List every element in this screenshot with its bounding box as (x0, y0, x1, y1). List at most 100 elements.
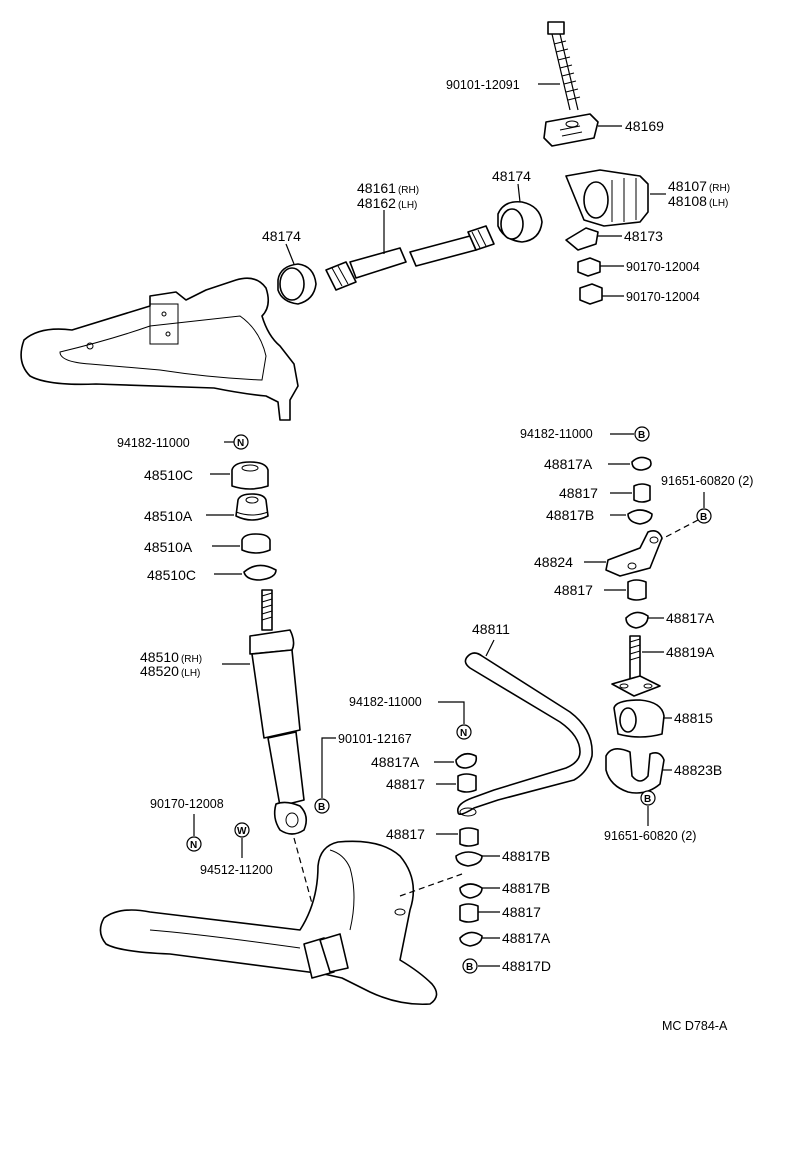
label-stab-bracket: 48823B (674, 762, 722, 778)
cushion-48510a-lower[interactable] (241, 533, 271, 554)
badge-n-mid: N (456, 724, 472, 740)
label-bushing-left: 48174 (262, 228, 301, 244)
collar-48817-low-1[interactable] (459, 827, 479, 847)
badge-b-top-right: B (634, 426, 650, 442)
label-stab-bar: 48811 (472, 621, 510, 637)
arm-bush-lh-number: 48108 (668, 193, 707, 209)
shock-rh-tag: (RH) (181, 654, 202, 665)
label-bolt-top: 90101-12091 (446, 78, 520, 92)
footer-code: MC D784-A (662, 1019, 728, 1033)
label-nut-2: 90170-12004 (626, 290, 700, 304)
label-m-817a: 48817A (371, 754, 420, 770)
svg-text:B: B (466, 962, 473, 973)
cushion-48817b-low-1[interactable] (455, 851, 483, 867)
arm-bush-48107-48108[interactable] (565, 169, 649, 227)
arm-bush-rh-tag: (RH) (709, 183, 730, 194)
badge-b-48817d: B (462, 958, 478, 974)
label-r-817b-1: 48817B (546, 507, 594, 523)
stabilizer-bracket-48823b[interactable] (605, 748, 665, 794)
label-r-817-1: 48817 (559, 485, 598, 501)
shaft-48161-48162[interactable] (325, 225, 495, 291)
label-nut-1: 90170-12004 (626, 260, 700, 274)
arm-bush-lh-tag: (LH) (709, 198, 728, 209)
label-bushing-right: 48174 (492, 168, 531, 184)
label-r-817a-1: 48817A (544, 456, 593, 472)
collar-48817-mid[interactable] (457, 773, 477, 793)
collar-48817-right-1[interactable] (633, 483, 651, 503)
badge-n-top: N (233, 434, 249, 450)
svg-text:B: B (644, 794, 651, 805)
shaft-lh-tag: (LH) (398, 200, 417, 211)
arm-bush-rh-number: 48107 (668, 178, 707, 194)
badge-w-shock: W (234, 822, 250, 838)
label-r-817a-2: 48817A (666, 610, 715, 626)
shock-rh-number: 48510 (140, 649, 179, 665)
cushion-48510c-top[interactable] (231, 461, 269, 490)
label-arm-bush-rh: 48107(RH) (668, 178, 730, 194)
label-m-817-c: 48817 (502, 904, 541, 920)
label-bracket: 48824 (534, 554, 573, 570)
cushion-48510a-top[interactable] (235, 493, 269, 521)
cushion-48817a-mid[interactable] (455, 752, 478, 769)
label-m-817b-2: 48817B (502, 880, 550, 896)
bracket-48824[interactable] (605, 530, 663, 577)
label-nut-shock: 90170-12008 (150, 797, 224, 811)
stabilizer-bushing-48815[interactable] (613, 699, 665, 738)
nut-90170-12004-b[interactable] (579, 283, 603, 305)
badge-b-mid-right: B (696, 508, 712, 524)
label-m-817b-1: 48817B (502, 848, 550, 864)
label-r-817-2: 48817 (554, 582, 593, 598)
shock-lh-tag: (LH) (181, 668, 200, 679)
shock-absorber[interactable] (249, 589, 308, 835)
svg-text:W: W (237, 826, 247, 837)
lower-control-arm (99, 840, 438, 1006)
cushion-48817a-low[interactable] (459, 931, 483, 947)
upper-control-arm (20, 277, 299, 421)
label-c-top: 48510C (144, 467, 193, 483)
bushing-48174-left[interactable] (277, 263, 317, 305)
label-a-top: 48510A (144, 508, 193, 524)
label-c-lower: 48510C (147, 567, 196, 583)
shock-lh-number: 48520 (140, 663, 179, 679)
badge-b-lower-right: B (640, 790, 656, 806)
label-link: 48819A (666, 644, 715, 660)
cam-48169[interactable] (543, 113, 599, 147)
label-shock-rh: 48510(RH) (140, 649, 202, 665)
stabilizer-bar-48811[interactable] (456, 652, 593, 817)
cushion-48817b-low-2[interactable] (459, 883, 483, 899)
label-shaft-lh: 48162(LH) (357, 195, 417, 211)
link-48819a[interactable] (611, 635, 661, 697)
nut-90170-12004-a[interactable] (577, 257, 601, 277)
cushion-48817a-right[interactable] (631, 456, 652, 471)
badge-b-shock: B (314, 798, 330, 814)
label-shock-lh: 48520(LH) (140, 663, 200, 679)
cushion-48510c-lower[interactable] (243, 564, 277, 581)
badge-n-shock: N (186, 836, 202, 852)
label-m-817a-b: 48817A (502, 930, 551, 946)
label-bolt-shock: 90101-12167 (338, 732, 412, 746)
cushion-48817b-right[interactable] (627, 509, 653, 525)
shaft-rh-number: 48161 (357, 180, 396, 196)
cushion-48817a-right-2[interactable] (625, 611, 649, 629)
bushing-48174-right[interactable] (497, 200, 543, 243)
svg-text:B: B (318, 802, 325, 813)
collar-48817-right-2[interactable] (627, 579, 647, 601)
svg-text:N: N (190, 840, 197, 851)
svg-text:B: B (638, 430, 645, 441)
label-bolt-b-lower: 91651-60820 (2) (604, 829, 696, 843)
label-bolt-b-right: 91651-60820 (2) (661, 474, 753, 488)
label-stab-bush: 48815 (674, 710, 713, 726)
shaft-rh-tag: (RH) (398, 185, 419, 196)
label-wedge: 48173 (624, 228, 663, 244)
label-nut-b-right: 94182-11000 (520, 427, 593, 441)
bolt-90101-12091[interactable] (547, 21, 581, 111)
label-m-817d: 48817D (502, 958, 551, 974)
label-cam-top: 48169 (625, 118, 664, 134)
wedge-48173[interactable] (565, 227, 599, 251)
label-shaft-rh: 48161(RH) (357, 180, 419, 196)
collar-48817-low-2[interactable] (459, 903, 479, 923)
svg-text:B: B (700, 512, 707, 523)
svg-text:N: N (237, 438, 244, 449)
label-nut-n-top: 94182-11000 (117, 436, 190, 450)
